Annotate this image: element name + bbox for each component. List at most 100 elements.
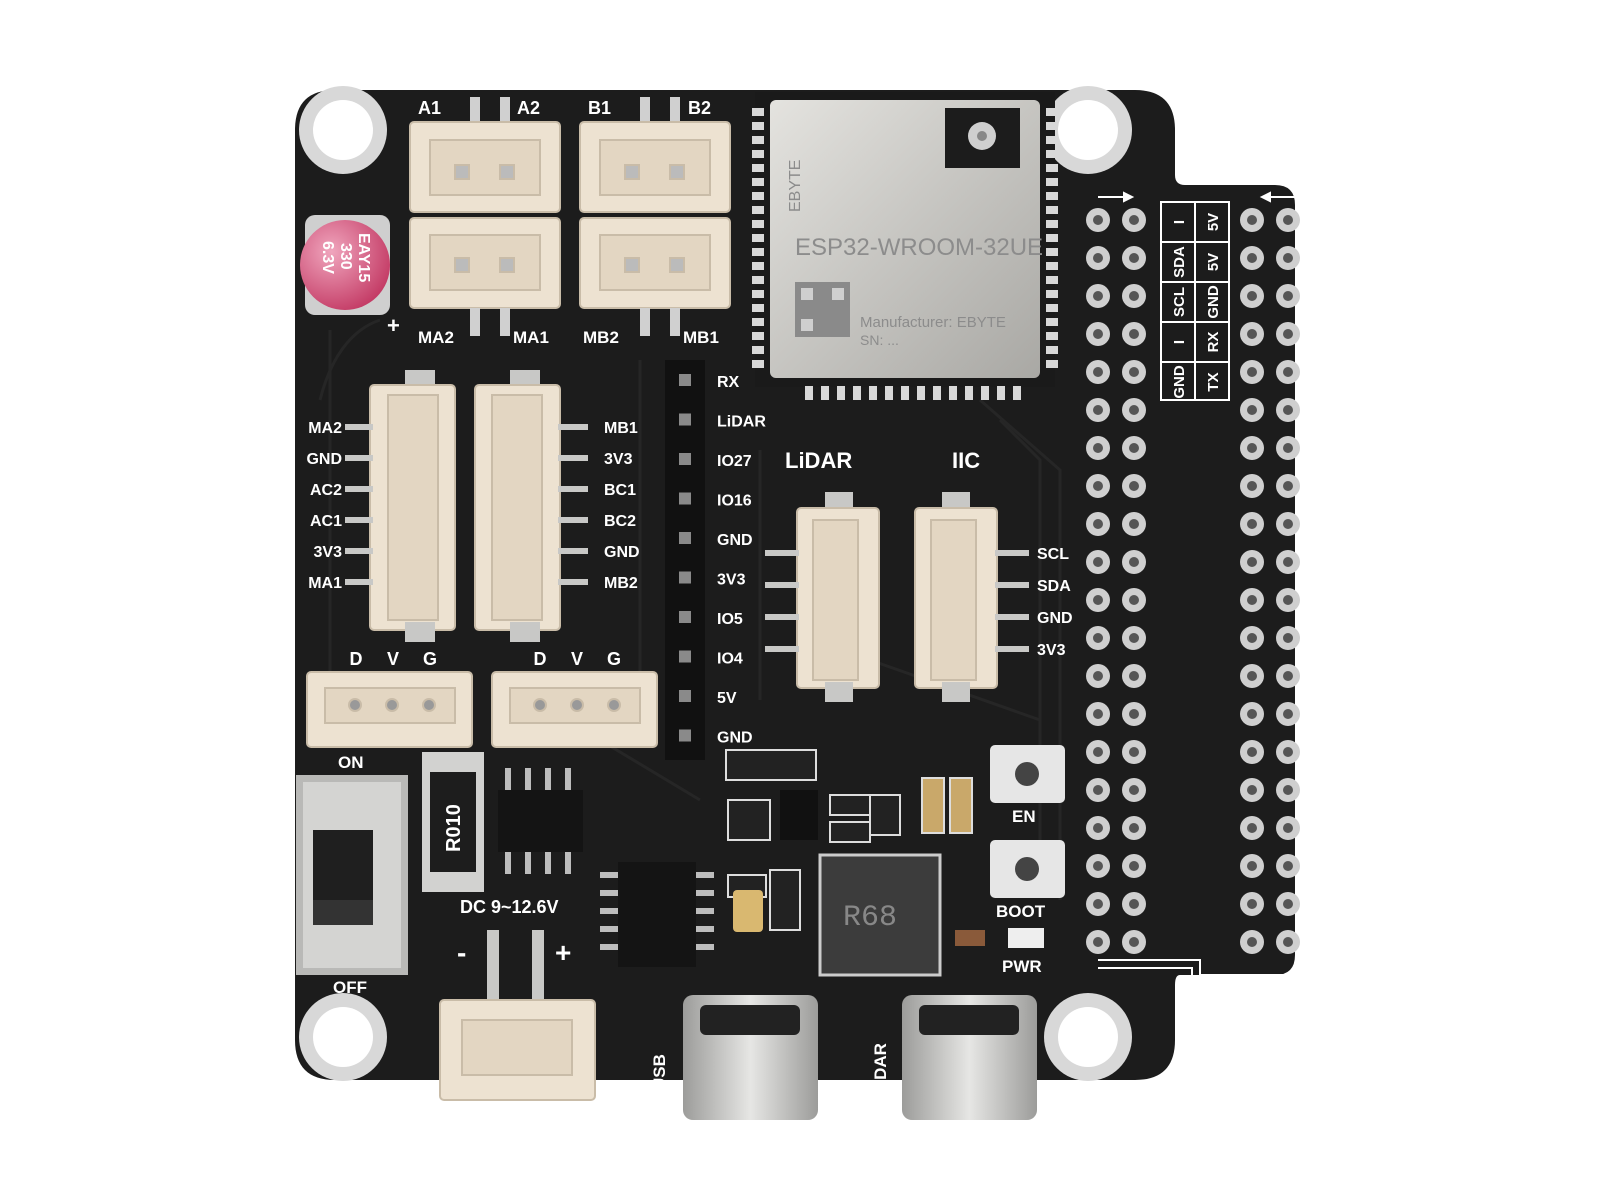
castellation-pad (752, 136, 764, 144)
label-ma1: MA1 (513, 328, 549, 347)
gpio-pin-hole (1247, 519, 1257, 529)
header-pin (679, 532, 691, 544)
motor-connectors-top (409, 97, 731, 336)
castellation-pad (1046, 276, 1058, 284)
gpio-pin-hole (1129, 595, 1139, 605)
label-a1: A1 (418, 98, 441, 118)
gpio-pin-hole (1129, 367, 1139, 377)
electrolytic-capacitor (300, 215, 390, 315)
left-pin-label: MA2 (308, 420, 342, 437)
castellation-pad (752, 192, 764, 200)
gpio-header-pins (1086, 208, 1300, 954)
castellation-pad (1046, 346, 1058, 354)
gpio-pin-hole (1093, 937, 1103, 947)
header-pin (679, 571, 691, 584)
gpio-pin-hole (1283, 291, 1293, 301)
servo-connector-1 (306, 671, 473, 748)
usb-c-port-usb[interactable] (683, 995, 818, 1120)
castellation-pad (1046, 360, 1058, 368)
servo-label-v: V (571, 649, 583, 669)
castellation-pad (1046, 332, 1058, 340)
gpio-pin-hole (1093, 633, 1103, 643)
gpio-pin-hole (1247, 747, 1257, 757)
left-pin-label: MA1 (308, 575, 342, 592)
castellation-pad (965, 386, 973, 400)
en-button-label: EN (1012, 807, 1036, 826)
mount-hole-bottom-right (1044, 993, 1132, 1081)
esp32-module (755, 92, 1055, 387)
castellation-pad (997, 386, 1005, 400)
module-manufacturer: Manufacturer: EBYTE (860, 314, 1006, 331)
header-pin (679, 492, 691, 505)
castellation-pad (752, 304, 764, 312)
iic-pin-label: SCL (1037, 546, 1069, 563)
castellation-pad (1046, 290, 1058, 298)
castellation-pad (752, 150, 764, 158)
gpio-pin-hole (1247, 253, 1257, 263)
servo-label-g: G (423, 649, 437, 669)
gpio-pin-hole (1093, 291, 1103, 301)
gpio-pin-hole (1247, 785, 1257, 795)
castellation-pad (805, 386, 813, 400)
gpio-pin-hole (1283, 937, 1293, 947)
gpio-pin-hole (1247, 405, 1257, 415)
castellation-pad (752, 234, 764, 242)
castellation-pad (752, 318, 764, 326)
servo-label-d: D (350, 649, 363, 669)
usb-c-port-lidar[interactable] (902, 995, 1037, 1120)
gpio-pin-hole (1093, 861, 1103, 871)
castellation-pad (752, 290, 764, 298)
shunt-resistor (422, 752, 484, 892)
switch-on-label: ON (338, 753, 364, 772)
gpio-pin-hole (1247, 709, 1257, 719)
header-pin-label: 5V (717, 690, 737, 707)
label-a2: A2 (517, 98, 540, 118)
lidar-connector (796, 492, 880, 702)
gpio-pin-hole (1283, 899, 1293, 909)
capacitor-text-1: EAY15 (355, 233, 372, 282)
dc-power-connector (439, 930, 596, 1101)
gpio-pin-hole (1247, 595, 1257, 605)
castellation-pad (1046, 108, 1058, 116)
iic-connector (914, 492, 998, 702)
pwr-led-label: PWR (1002, 957, 1042, 976)
module-castellations (752, 108, 1058, 400)
label-b1: B1 (588, 98, 611, 118)
gpio-pin-hole (1093, 481, 1103, 491)
castellation-pad (1046, 248, 1058, 256)
header-pin (679, 690, 691, 702)
header-pin-label: RX (717, 374, 740, 391)
castellation-pad (752, 164, 764, 172)
gpio-pin-hole (1247, 899, 1257, 909)
gpio-table-label: SCL (1171, 287, 1188, 317)
gpio-pin-hole (1283, 481, 1293, 491)
connector-a-bottom (409, 217, 561, 336)
gpio-pin-hole (1093, 785, 1103, 795)
castellation-pad (1046, 318, 1058, 326)
boot-button[interactable] (990, 840, 1065, 898)
gpio-table-label: 5V (1205, 213, 1222, 231)
gpio-pin-hole (1283, 253, 1293, 263)
gpio-table-label: GND (1205, 285, 1222, 319)
castellation-pad (1046, 122, 1058, 130)
gpio-pin-hole (1283, 633, 1293, 643)
header-pin-label: GND (717, 730, 753, 747)
motor-encoder-connector-b (474, 370, 561, 642)
gpio-pin-hole (1283, 367, 1293, 377)
castellation-pad (752, 346, 764, 354)
gpio-table-label: 5V (1205, 253, 1222, 271)
right-pin-label: MB1 (604, 420, 638, 437)
right-pin-label: BC2 (604, 513, 636, 530)
en-button[interactable] (990, 745, 1065, 803)
iic-connector-label: IIC (952, 448, 980, 473)
dc-minus-label: - (457, 937, 466, 968)
gpio-pin-hole (1283, 557, 1293, 567)
resistor-marking: R010 (443, 804, 465, 852)
power-switch[interactable] (296, 775, 408, 975)
left-pin-label: AC1 (310, 513, 342, 530)
motor-encoder-connector-a (369, 370, 456, 642)
inductor-marking: R68 (843, 901, 897, 935)
